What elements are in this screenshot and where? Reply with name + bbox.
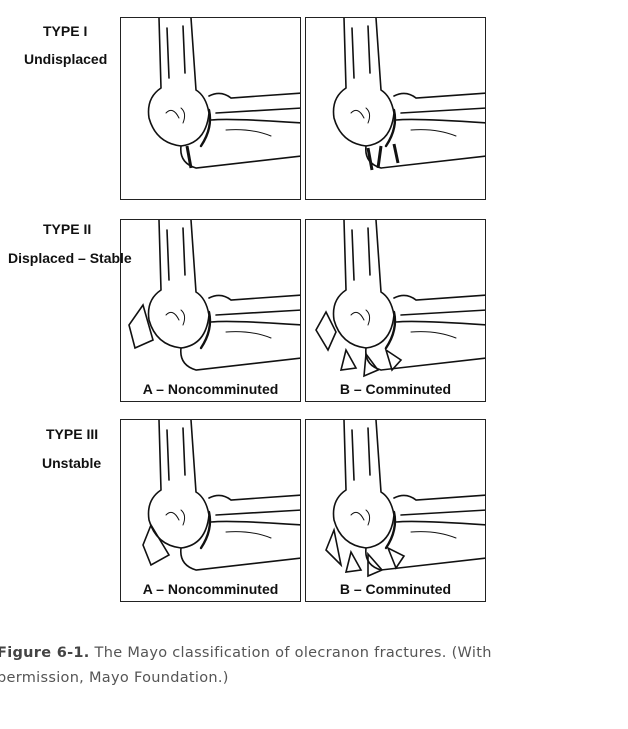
illustration-panel (305, 17, 486, 200)
illustration-panel: A – Noncomminuted (120, 419, 301, 602)
type-label: TYPE III (46, 426, 99, 442)
panel-label: B – Comminuted (339, 381, 452, 397)
figure-number: Figure 6-1. (0, 645, 90, 661)
figure-caption-line-2: permission, Mayo Foundation.) (0, 670, 229, 686)
illustration-panel: B – Comminuted (305, 219, 486, 402)
figure-caption-line-1: Figure 6-1. The Mayo classification of o… (0, 645, 492, 661)
panel-label: B – Comminuted (339, 581, 452, 597)
illustration-panel: A – Noncomminuted (120, 219, 301, 402)
type-subtitle: Undisplaced (24, 51, 108, 67)
type-subtitle: Unstable (42, 455, 102, 471)
type-label: TYPE I (43, 23, 88, 39)
panel-label: A – Noncomminuted (142, 381, 279, 397)
panel-label: A – Noncomminuted (142, 581, 279, 597)
caption-text: The Mayo classification of olecranon fra… (94, 645, 492, 661)
type-label: TYPE II (43, 221, 92, 237)
illustration-panel: B – Comminuted (305, 419, 486, 602)
type-subtitle: Displaced – Stable (8, 250, 132, 266)
illustration-panel (120, 17, 301, 200)
